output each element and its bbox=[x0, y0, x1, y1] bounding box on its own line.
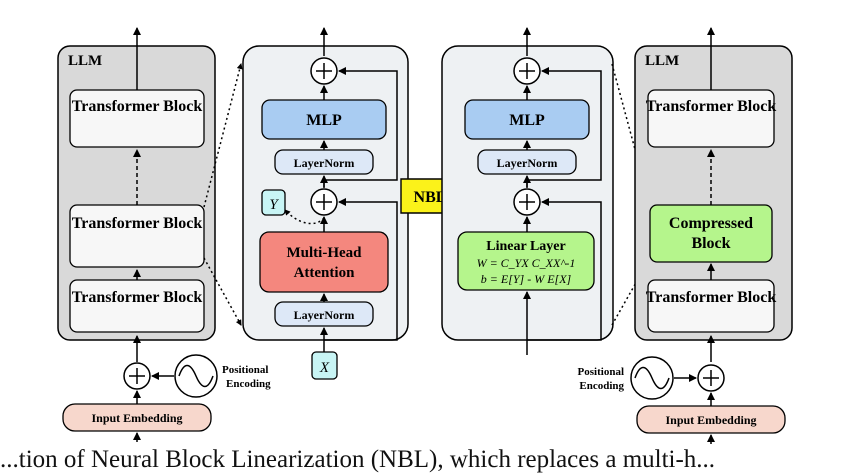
right-llm-panel: LLM Transformer Block Compressed Block T… bbox=[634, 27, 793, 362]
input-x-box: X bbox=[311, 351, 338, 380]
right-positional-encoding-icon bbox=[630, 356, 674, 400]
right-input-embedding: Input Embedding bbox=[636, 405, 786, 434]
left-transformer-block-top: Transformer Block bbox=[69, 89, 205, 148]
output-y-label: Y bbox=[269, 197, 279, 213]
left-positional-encoding-label-1: Positional bbox=[222, 364, 268, 376]
right-positional-encoding-label-2: Encoding bbox=[579, 380, 624, 392]
left-transformer-block-top-label: Transformer Block bbox=[72, 98, 203, 115]
linear-mlp-block: MLP bbox=[464, 99, 590, 140]
linear-layer-block: Linear Layer W = C_YX C_XX^-1 b = E[Y] -… bbox=[457, 231, 595, 291]
right-input-embedding-label: Input Embedding bbox=[665, 413, 756, 427]
linear-layernorm-label: LayerNorm bbox=[497, 156, 558, 170]
left-llm-label: LLM bbox=[68, 53, 102, 69]
compressed-block: Compressed Block bbox=[649, 204, 773, 263]
right-llm-label: LLM bbox=[645, 53, 679, 69]
linear-detail-panel: MLP LayerNorm Linear Layer W = C_YX C_XX… bbox=[441, 27, 614, 355]
left-transformer-block-bottom: Transformer Block bbox=[69, 279, 205, 333]
linear-layer-title: Linear Layer bbox=[486, 239, 565, 254]
multi-head-attention-label-2: Attention bbox=[294, 265, 355, 281]
left-llm-panel: LLM Transformer Block Transformer Block … bbox=[57, 27, 216, 362]
output-y-box: Y bbox=[261, 189, 286, 216]
attention-middle-sum-node bbox=[310, 188, 338, 216]
left-sum-node bbox=[123, 362, 151, 390]
nbl-arrow-label: NBL bbox=[414, 189, 447, 206]
left-transformer-block-bottom-label: Transformer Block bbox=[72, 289, 203, 306]
attention-top-sum-node bbox=[310, 57, 338, 85]
left-positional-encoding-icon bbox=[174, 354, 218, 398]
attention-detail-panel: MLP LayerNorm Multi-Head Attention Layer… bbox=[242, 27, 409, 352]
right-transformer-block-top-label: Transformer Block bbox=[646, 98, 777, 115]
right-transformer-block-bottom-label: Transformer Block bbox=[646, 289, 777, 306]
attention-layernorm-top: LayerNorm bbox=[274, 149, 374, 175]
left-transformer-block-middle: Transformer Block bbox=[69, 204, 205, 268]
linear-weight-equation: W = C_YX C_XX^-1 bbox=[477, 256, 576, 270]
multi-head-attention-block: Multi-Head Attention bbox=[259, 231, 389, 293]
left-positional-encoding-label-2: Encoding bbox=[226, 378, 271, 390]
right-transformer-block-bottom: Transformer Block bbox=[646, 279, 777, 333]
left-transformer-block-middle-label: Transformer Block bbox=[72, 215, 203, 232]
linear-layernorm: LayerNorm bbox=[477, 149, 577, 175]
linear-middle-sum-node bbox=[513, 188, 541, 216]
multi-head-attention-label-1: Multi-Head bbox=[287, 245, 363, 261]
attention-mlp-label: MLP bbox=[306, 112, 342, 129]
attention-layernorm-top-label: LayerNorm bbox=[294, 156, 355, 170]
figure-caption: ...tion of Neural Block Linearization (N… bbox=[0, 446, 716, 473]
right-transformer-block-top: Transformer Block bbox=[646, 89, 777, 148]
left-input-embedding-label: Input Embedding bbox=[91, 411, 182, 425]
left-input-embedding: Input Embedding bbox=[62, 403, 212, 432]
right-sum-node bbox=[697, 364, 725, 392]
attention-layernorm-bottom-label: LayerNorm bbox=[294, 308, 355, 322]
compressed-block-label-2: Block bbox=[691, 235, 730, 252]
right-positional-encoding-label-1: Positional bbox=[578, 366, 624, 378]
linear-bias-equation: b = E[Y] - W E[X] bbox=[481, 272, 572, 286]
attention-layernorm-bottom: LayerNorm bbox=[274, 301, 374, 327]
linear-mlp-label: MLP bbox=[509, 112, 545, 129]
attention-mlp-block: MLP bbox=[261, 99, 387, 140]
linear-top-sum-node bbox=[513, 57, 541, 85]
input-x-label: X bbox=[319, 360, 330, 376]
compressed-block-label-1: Compressed bbox=[669, 215, 753, 232]
